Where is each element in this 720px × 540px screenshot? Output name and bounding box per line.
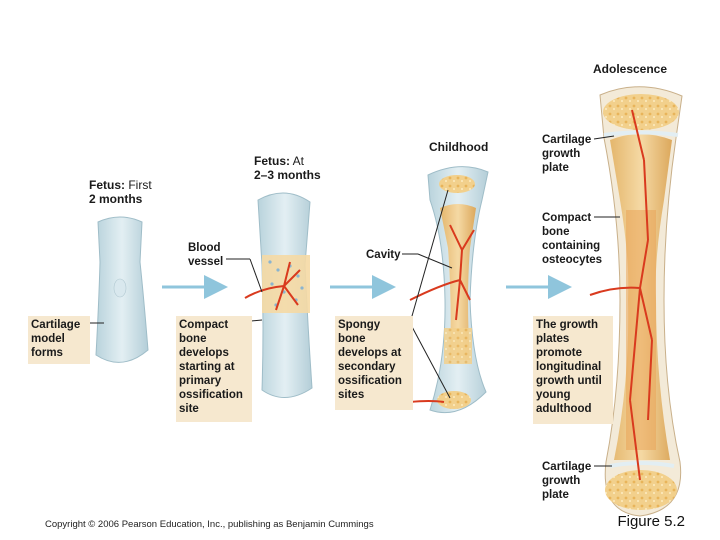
label-cartilage-plate-top: Cartilage growth plate [542, 133, 591, 175]
label-compact-primary-3: develops [179, 347, 229, 359]
label-compact-primary-6: ossification [179, 389, 243, 401]
label-spongy-secondary-5: ossification [338, 375, 402, 387]
label-growth-plates-4: longitudinal [536, 361, 602, 373]
label-spongy-secondary-6: sites [338, 389, 365, 401]
label-growth-plates-7: adulthood [536, 403, 592, 415]
label-spongy-secondary-3: develops at [338, 347, 402, 359]
stage-title-fetus-second: Fetus: At 2–3 months [254, 154, 321, 182]
label-spongy-secondary-4: secondary [338, 361, 396, 373]
label-compact-osteocytes: Compact bone containing osteocytes [542, 211, 602, 267]
label-growth-plates-6: young [536, 389, 571, 401]
stage-fetus-first-text: First [128, 178, 152, 192]
label-compact-primary-1: Compact [179, 319, 229, 331]
stage-adolescence-bold: Adolescence [593, 62, 668, 76]
label-box-cartilage-model: Cartilage model forms [28, 316, 90, 364]
label-cartilage-model-1: Cartilage [31, 319, 81, 331]
stage-fetus-first-bold: Fetus: [89, 178, 125, 192]
adolescence-bone [589, 86, 683, 517]
label-cartilage-plate-bottom-2: growth [542, 475, 581, 487]
label-compact-osteocytes-2: bone [542, 226, 570, 238]
stage-fetus-second-bold: Fetus: [254, 154, 290, 168]
label-blood-vessel-1: Blood [188, 242, 221, 254]
label-growth-plates-5: growth until [536, 375, 602, 387]
leader-lines [84, 135, 620, 467]
label-box-spongy-secondary: Spongy bone develops at secondary ossifi… [335, 316, 413, 410]
label-growth-plates-2: plates [536, 333, 570, 345]
label-blood-vessel-2: vessel [188, 256, 224, 268]
stage-fetus-second-line2: 2–3 months [254, 168, 321, 182]
label-cartilage-model-2: model [31, 333, 65, 345]
label-box-compact-primary: Compact bone develops starting at primar… [176, 316, 252, 422]
label-compact-osteocytes-3: containing [542, 240, 601, 252]
stage-childhood-bold: Childhood [429, 140, 489, 154]
label-compact-osteocytes-4: osteocytes [542, 254, 603, 266]
label-compact-primary-4: starting at [179, 361, 235, 373]
label-cavity: Cavity [366, 249, 401, 261]
label-compact-primary-5: primary [179, 375, 222, 387]
stage-fetus-first-line2: 2 months [89, 192, 143, 206]
label-cartilage-plate-top-3: plate [542, 162, 569, 174]
label-box-growth-plates: The growth plates promote longitudinal g… [533, 316, 613, 424]
label-compact-primary-2: bone [179, 333, 207, 345]
label-spongy-secondary-1: Spongy [338, 319, 381, 331]
label-cartilage-plate-top-1: Cartilage [542, 134, 592, 146]
label-cartilage-plate-bottom-1: Cartilage [542, 461, 592, 473]
childhood-bone [409, 166, 489, 414]
label-growth-plates-1: The growth [536, 319, 598, 331]
primary-ossification-bone [244, 192, 313, 398]
label-compact-osteocytes-1: Compact [542, 212, 592, 224]
label-cartilage-plate-bottom-3: plate [542, 489, 569, 501]
label-cartilage-plate-bottom: Cartilage growth plate [542, 460, 591, 502]
stage-fetus-second-text: At [292, 154, 305, 168]
stage-title-fetus-first: Fetus: First 2 months [89, 178, 152, 206]
label-cartilage-plate-top-2: growth [542, 148, 581, 160]
figure-number: Figure 5.2 [617, 513, 685, 530]
label-cartilage-model-3: forms [31, 347, 63, 359]
cartilage-model-bone [95, 216, 149, 363]
stage-title-childhood: Childhood [429, 140, 488, 154]
label-blood-vessel: Blood vessel [188, 241, 223, 269]
label-compact-primary-7: site [179, 403, 199, 415]
copyright-text: Copyright © 2006 Pearson Education, Inc.… [45, 519, 374, 530]
label-spongy-secondary-2: bone [338, 333, 366, 345]
stage-title-adolescence: Adolescence [593, 62, 667, 76]
label-growth-plates-3: promote [536, 347, 582, 359]
